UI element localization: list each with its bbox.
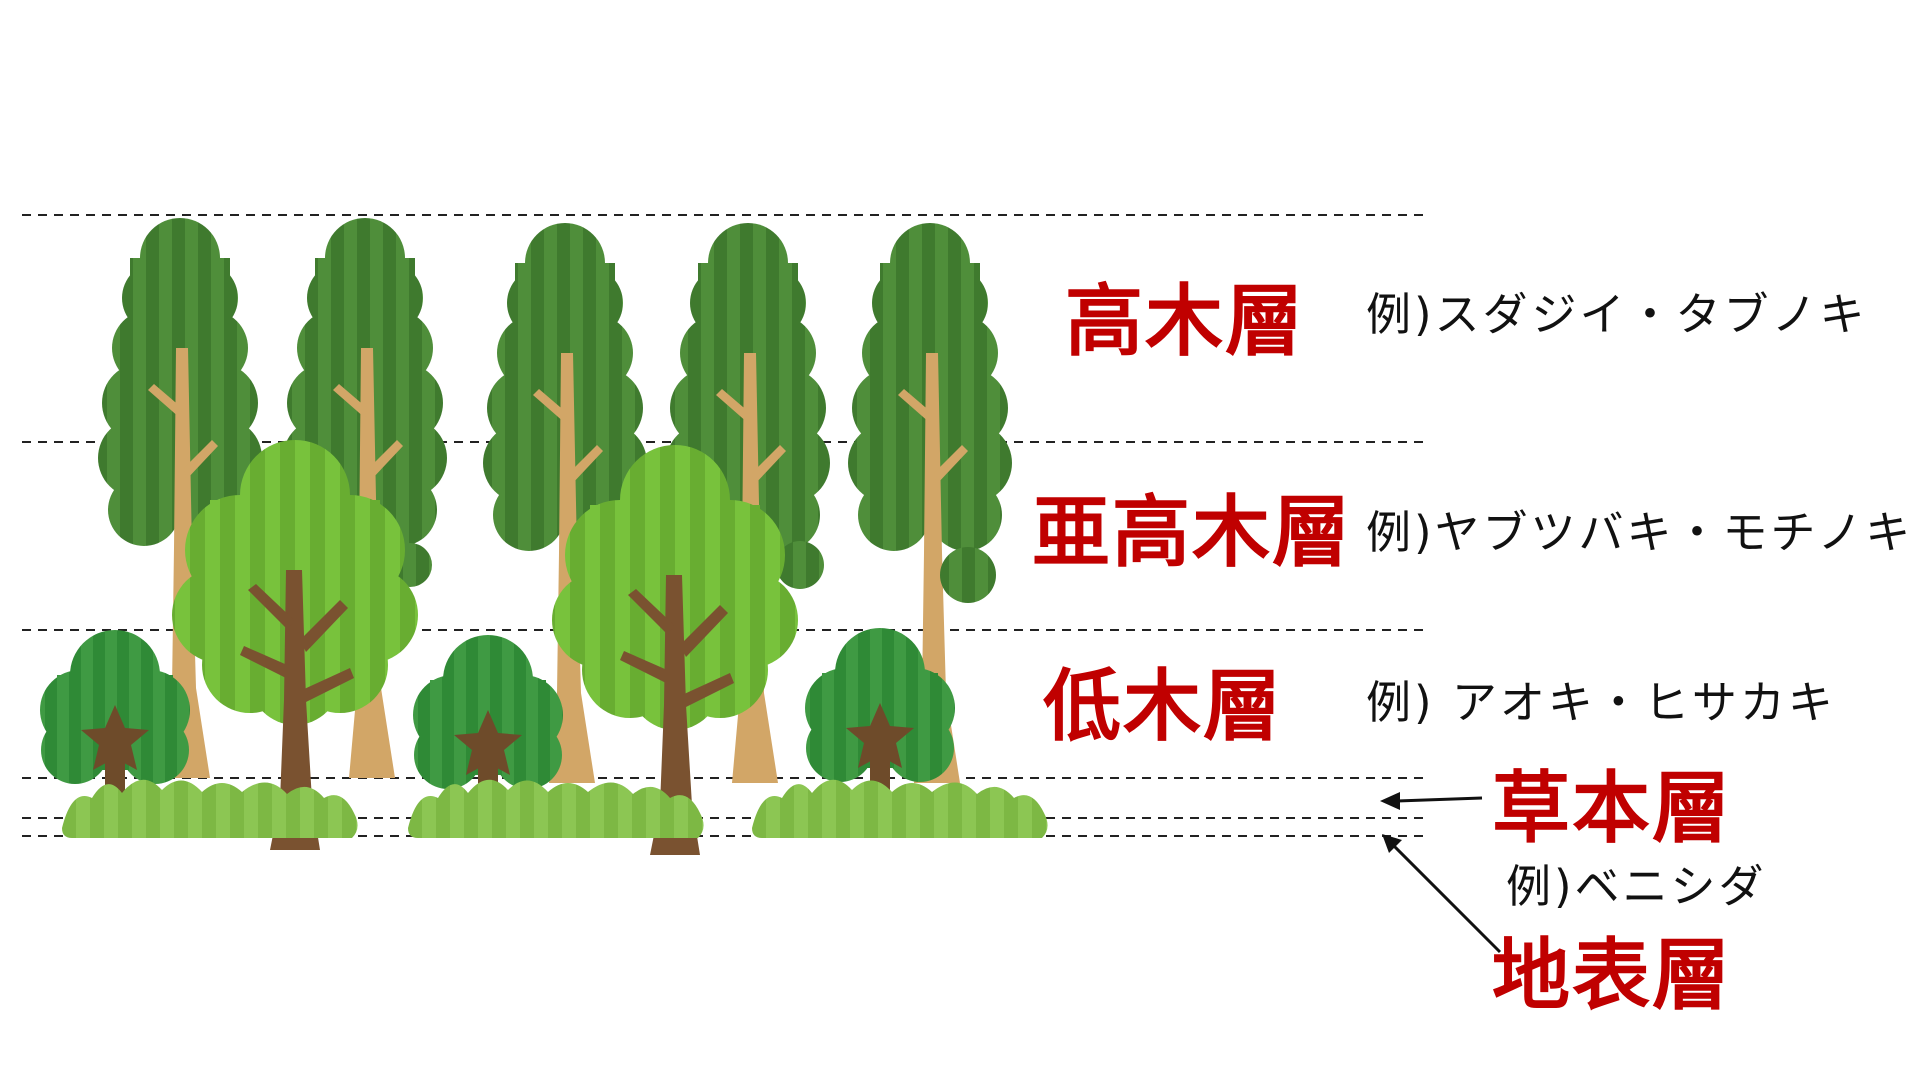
ground-arrowhead bbox=[1382, 834, 1402, 853]
ground-grass bbox=[752, 779, 1048, 838]
layer-name-subcanopy: 亜高木層 bbox=[1032, 488, 1353, 578]
ground-grass bbox=[62, 779, 358, 838]
ground-grass bbox=[408, 779, 704, 838]
layer-example-canopy: 例)スダジイ・タブノキ bbox=[1366, 288, 1868, 341]
layer-name-canopy: 高木層 bbox=[1065, 277, 1306, 367]
herb-arrowhead bbox=[1380, 792, 1400, 810]
layer-example-subcanopy: 例)ヤブツバキ・モチノキ bbox=[1366, 506, 1914, 559]
layer-example-shrub: 例) アオキ・ヒサカキ bbox=[1366, 676, 1836, 729]
layer-name-herb: 草本層 bbox=[1492, 764, 1733, 854]
shrub bbox=[413, 635, 563, 800]
forest-illustration bbox=[40, 218, 1048, 855]
herb-layer-arrow bbox=[1395, 796, 1483, 803]
layer-name-shrub: 低木層 bbox=[1043, 662, 1284, 752]
layer-example-herb: 例)ベニシダ bbox=[1506, 860, 1767, 913]
layer-name-ground: 地表層 bbox=[1492, 931, 1733, 1021]
shrub bbox=[40, 630, 190, 795]
ground-layer-arrow bbox=[1390, 842, 1502, 954]
label-arrows bbox=[1380, 792, 1502, 954]
